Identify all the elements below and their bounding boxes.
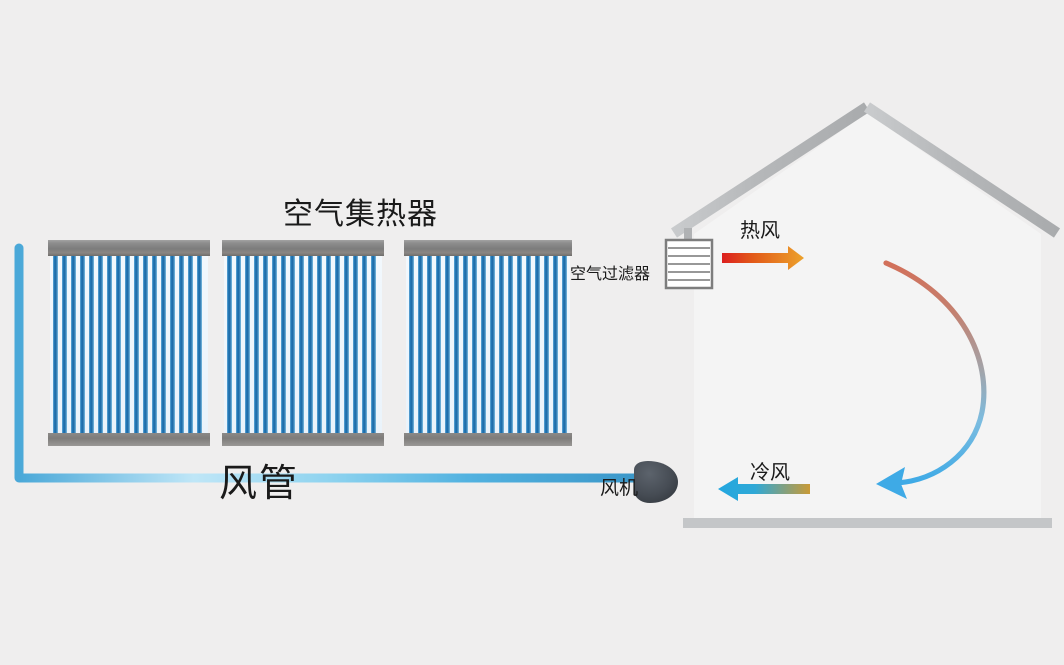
collector-panel-1 xyxy=(48,240,210,446)
manifold-top-3 xyxy=(404,240,572,256)
air-filter-label: 空气过滤器 xyxy=(570,264,651,283)
tube-array-3 xyxy=(409,252,567,438)
fan-label: 风机 xyxy=(600,477,639,499)
filter-mount-stub xyxy=(684,228,692,242)
fan-housing xyxy=(634,461,678,503)
manifold-bottom-1 xyxy=(48,433,210,446)
hot-air-arrow xyxy=(722,246,804,270)
house-group xyxy=(670,102,1061,528)
manifold-top-1 xyxy=(48,240,210,256)
circulation-arc xyxy=(883,260,987,486)
collector-panel-3 xyxy=(404,240,572,446)
manifold-top-2 xyxy=(222,240,384,256)
air-collector-panels xyxy=(48,240,572,446)
manifold-bottom-3 xyxy=(404,433,572,446)
circulation-arrow-head xyxy=(876,467,907,499)
tube-array-2 xyxy=(227,252,376,438)
house-interior xyxy=(694,113,1041,518)
cold-air-label: 冷风 xyxy=(750,460,790,484)
air-circulation-arrow xyxy=(876,260,987,499)
air-duct-group xyxy=(14,243,668,483)
manifold-bottom-2 xyxy=(222,433,384,446)
fan-blower-group xyxy=(634,461,692,503)
air-filter-group xyxy=(664,228,714,290)
hot-air-label: 热风 xyxy=(740,218,780,242)
filter-element-lines xyxy=(668,247,710,281)
cold-air-arrow xyxy=(718,477,810,501)
collector-title-label: 空气集热器 xyxy=(283,197,438,232)
roof-right-slope xyxy=(863,102,1061,238)
roof-left-slope xyxy=(670,102,871,238)
collector-panel-2 xyxy=(222,240,384,446)
duct-label: 风管 xyxy=(219,461,300,505)
tube-array-1 xyxy=(53,252,202,438)
